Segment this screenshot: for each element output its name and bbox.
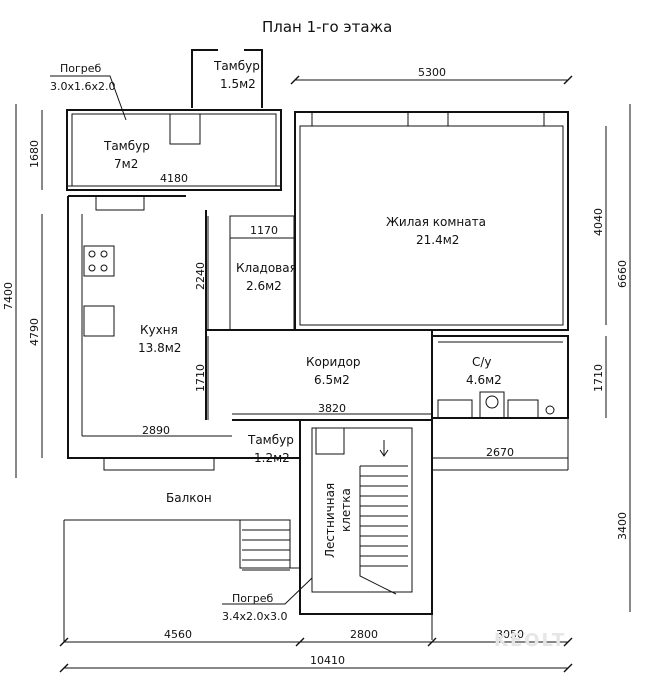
dimension-labels: 5300 1680 4180 4040 6660 1170 2240 7400 …: [2, 66, 629, 667]
dim-bath-height: 1710: [592, 364, 605, 392]
dim-vestibule-width: 4180: [160, 172, 188, 185]
dim-living-height: 4040: [592, 208, 605, 236]
cellar-top-label: Погреб: [60, 62, 102, 75]
dim-right-total: 6660: [616, 260, 629, 288]
walls: [63, 49, 569, 642]
room-area-kitchen: 13.8м2: [138, 341, 181, 355]
fixtures: [83, 111, 555, 595]
dim-vestibule-height: 1680: [28, 140, 41, 168]
room-area-bathroom: 4.6м2: [466, 373, 502, 387]
dim-kitchen-width: 2890: [142, 424, 170, 437]
room-name-bathroom: С/у: [472, 355, 492, 369]
dim-lower-height: 3400: [616, 512, 629, 540]
dim-bottom-mid: 2800: [350, 628, 378, 641]
dim-left-total: 7400: [2, 282, 15, 310]
cellar-top-size: 3.0х1.6х2.0: [50, 80, 116, 93]
dim-corridor-height: 1710: [194, 364, 207, 392]
cellar-bottom-label: Погреб: [232, 592, 274, 605]
dim-bath-width: 2670: [486, 446, 514, 459]
room-area-vestibule-left: 7м2: [114, 157, 138, 171]
dim-living-width: 5300: [418, 66, 446, 79]
room-name-vestibule-top: Тамбур: [213, 59, 260, 73]
room-name-stairwell-line2: клетка: [339, 488, 353, 532]
dim-pantry-width: 1170: [250, 224, 278, 237]
room-name-living: Жилая комната: [386, 215, 486, 229]
room-area-vestibule-top: 1.5м2: [220, 77, 256, 91]
room-name-vestibule-left: Тамбур: [103, 139, 150, 153]
room-name-pantry: Кладовая: [236, 261, 297, 275]
dim-corridor-width: 3820: [318, 402, 346, 415]
room-name-kitchen: Кухня: [140, 323, 178, 337]
room-area-corridor: 6.5м2: [314, 373, 350, 387]
dim-bottom-total: 10410: [310, 654, 345, 667]
room-labels: Тамбур 1.5м2 Тамбур 7м2 Жилая комната 21…: [103, 59, 502, 558]
room-name-balcony: Балкон: [166, 491, 212, 505]
plan-title: План 1-го этажа: [262, 18, 392, 36]
dim-kitchen-height: 4790: [28, 318, 41, 346]
cellar-labels: Погреб 3.0х1.6х2.0 Погреб 3.4х2.0х3.0: [50, 62, 288, 623]
dim-bottom-right: 3050: [496, 628, 524, 641]
dimension-lines: [15, 75, 631, 673]
room-area-living: 21.4м2: [416, 233, 459, 247]
room-name-vestibule-bottom: Тамбур: [247, 433, 294, 447]
cellar-bottom-size: 3.4х2.0х3.0: [222, 610, 288, 623]
dim-pantry-height: 2240: [194, 262, 207, 290]
room-name-corridor: Коридор: [306, 355, 361, 369]
dim-bottom-left: 4560: [164, 628, 192, 641]
watermark: KEOLT: [494, 630, 566, 651]
room-area-vestibule-bottom: 1.2м2: [254, 451, 290, 465]
room-name-stairwell-line1: Лестничная: [323, 483, 337, 558]
room-area-pantry: 2.6м2: [246, 279, 282, 293]
